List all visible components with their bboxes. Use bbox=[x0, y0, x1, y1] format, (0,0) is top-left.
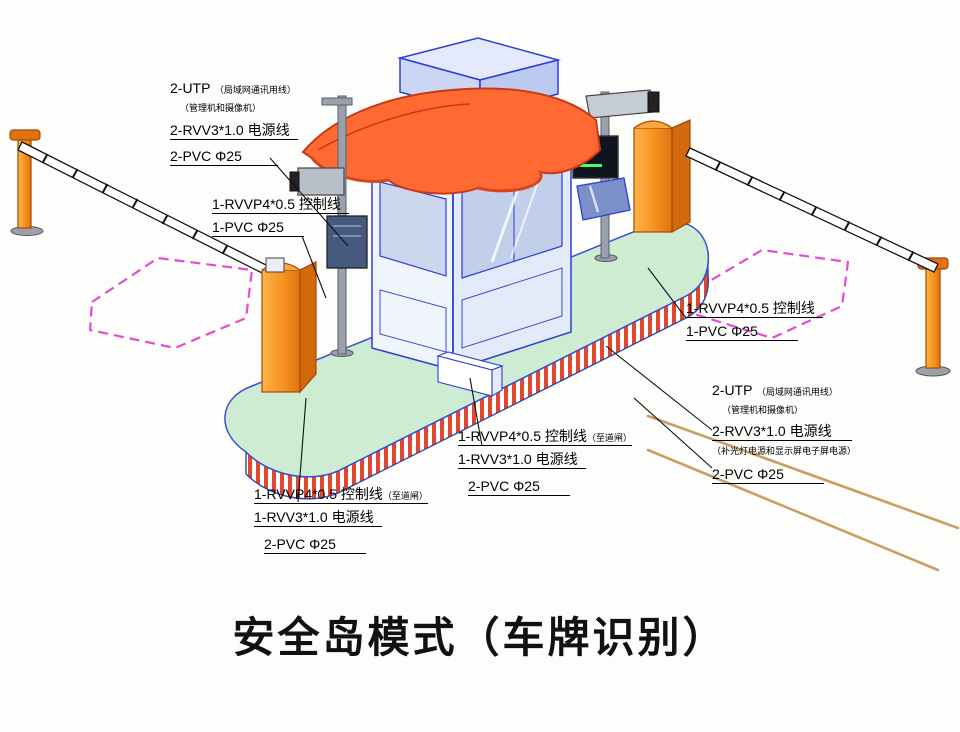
right-barrier-gate-machine bbox=[633, 119, 691, 234]
right-arm-support-post bbox=[915, 257, 951, 377]
cable-note: （局域网通讯用线） bbox=[756, 387, 838, 397]
left-arm-support-post bbox=[9, 129, 44, 236]
annotation-right-mid: 1-RVVP4*0.5 控制线 1-PVC Φ25 bbox=[686, 300, 823, 342]
cable-note: （至道闸） bbox=[382, 491, 428, 501]
cable-label: 1-RVVP4*0.5 控制线（至道闸） bbox=[254, 486, 428, 505]
left-barrier-gate-machine bbox=[261, 257, 317, 394]
booth-canopy bbox=[301, 87, 602, 195]
left-camera-icon bbox=[289, 167, 345, 196]
cable-note: （管理机和摄像机） bbox=[180, 103, 262, 114]
cable-label-text: 1-RVVP4*0.5 控制线 bbox=[254, 486, 383, 502]
cable-label: 2-RVV3*1.0 电源线 bbox=[170, 122, 298, 140]
conduit-label: 2-PVC Φ25 bbox=[264, 536, 366, 554]
left-camera-pole bbox=[289, 95, 368, 357]
annotation-right-low: 2-UTP （局域网通讯用线） （管理机和摄像机） 2-RVV3*1.0 电源线… bbox=[712, 382, 856, 484]
detection-loops bbox=[88, 248, 850, 350]
cable-label: 1-RVVP4*0.5 控制线 bbox=[212, 196, 349, 215]
lpr-camera-panel bbox=[576, 177, 631, 221]
conduit-label: 2-PVC Φ25 bbox=[712, 466, 824, 484]
cable-note: （局域网通讯用线） bbox=[214, 85, 296, 95]
cable-label: 1-RVV3*1.0 电源线 bbox=[458, 451, 586, 470]
cable-note: （管理机和摄像机） bbox=[722, 405, 804, 416]
conduit-label: 1-PVC Φ25 bbox=[686, 323, 798, 342]
road-marking-lines bbox=[646, 414, 960, 572]
right-camera-icon bbox=[585, 89, 660, 119]
cable-label: 2-RVV3*1.0 电源线 bbox=[712, 423, 852, 441]
cable-label: 1-RVVP4*0.5 控制线 bbox=[686, 300, 823, 319]
left-ground-loop bbox=[88, 256, 254, 350]
annotation-left-mid: 1-RVVP4*0.5 控制线 1-PVC Φ25 bbox=[212, 196, 349, 238]
cable-label-text: 1-RVVP4*0.5 控制线 bbox=[458, 428, 587, 444]
cable-note: （补光灯电源和显示屏电子屏电源） bbox=[712, 446, 857, 457]
diagram-title: 安全岛模式（车牌识别） bbox=[232, 614, 728, 661]
conduit-label: 1-PVC Φ25 bbox=[212, 219, 304, 238]
annotation-top-left: 2-UTP （局域网通讯用线） （管理机和摄像机） 2-RVV3*1.0 电源线… bbox=[170, 80, 298, 167]
right-barrier-arm bbox=[685, 147, 939, 273]
cable-label: 1-RVV3*1.0 电源线 bbox=[254, 509, 382, 528]
booth-door-step bbox=[436, 351, 504, 397]
cable-note: （至道闸） bbox=[586, 433, 632, 443]
pole-control-box bbox=[326, 215, 368, 269]
annotation-left-low: 1-RVVP4*0.5 控制线（至道闸） 1-RVV3*1.0 电源线 2-PV… bbox=[254, 486, 428, 554]
conduit-label: 2-PVC Φ25 bbox=[170, 148, 278, 167]
annotation-center-low: 1-RVVP4*0.5 控制线（至道闸） 1-RVV3*1.0 电源线 2-PV… bbox=[458, 428, 632, 496]
cable-label: 2-UTP bbox=[712, 382, 753, 398]
cable-label: 1-RVVP4*0.5 控制线（至道闸） bbox=[458, 428, 632, 447]
cable-label: 2-UTP bbox=[170, 80, 211, 96]
conduit-label: 2-PVC Φ25 bbox=[468, 478, 570, 496]
annotation-leader-lines bbox=[269, 157, 713, 503]
